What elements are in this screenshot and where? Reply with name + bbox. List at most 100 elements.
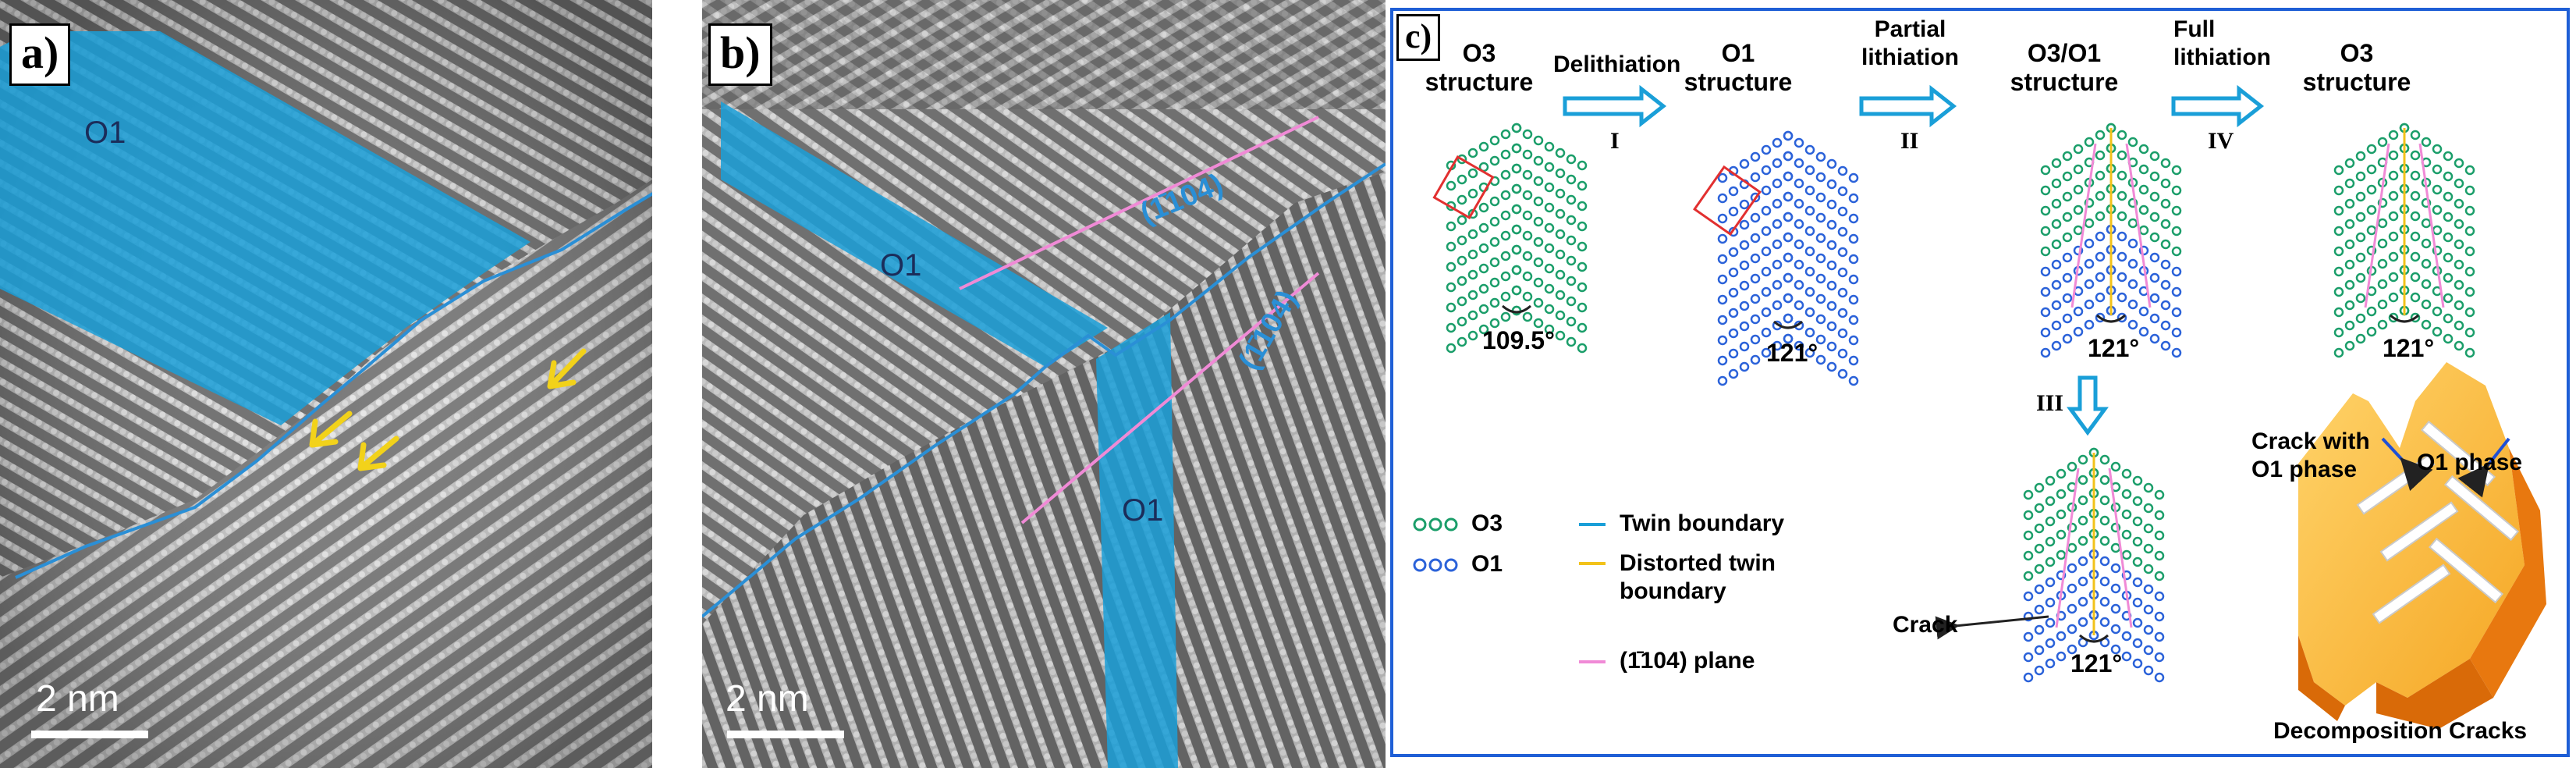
atom [1522,129,1533,140]
atom [2040,246,2051,257]
roman-label-down: III [2036,390,2064,416]
angle-label-2: 121° [1766,339,1818,367]
atom [2034,584,2045,595]
atom [1761,144,1772,155]
twin-boundary-line [15,192,652,579]
atom [2095,272,2106,283]
atom [1511,163,1522,174]
atom [1544,141,1555,152]
atom [1555,229,1566,240]
atom [1577,302,1588,313]
atom [2077,535,2088,546]
legend-o3-symbol [1413,517,1458,532]
atom [1804,286,1815,297]
atom [2077,617,2088,628]
o3-lattice-1 [1446,123,1588,354]
atom [2344,239,2355,250]
atom [1511,183,1522,194]
atom [1848,254,1859,265]
atom [1826,280,1837,291]
atom [1717,233,1728,244]
atom [2132,516,2143,527]
atom [1761,327,1772,338]
atom [2077,475,2088,485]
atom [1522,169,1533,180]
atom [2355,293,2366,304]
atom [2171,286,2182,297]
atom [1500,190,1511,201]
atom [2110,542,2121,553]
atom [1533,155,1544,166]
atom [2095,312,2106,323]
atom [2138,306,2149,317]
atom [1837,287,1848,298]
atom [2333,307,2344,318]
atom [1772,198,1783,209]
atom [2056,468,2067,479]
atom [2355,333,2366,344]
atom [2154,652,2165,663]
atom [1544,263,1555,274]
atom [2149,212,2160,222]
atom [1446,322,1457,333]
atom [2443,252,2454,263]
atom [2132,577,2143,588]
atom [2344,219,2355,229]
atom [2121,631,2132,642]
atom [2149,272,2160,283]
atom [1794,279,1804,290]
panel-label: b) [708,23,772,86]
atom [1457,316,1467,327]
atom [1533,176,1544,187]
atom [2344,158,2355,169]
atom [1446,343,1457,354]
atom [1739,361,1750,372]
atom [1826,361,1837,372]
atom [2034,523,2045,534]
atom [1533,277,1544,288]
atom [1566,154,1577,165]
atom [1544,182,1555,193]
atom [2051,300,2062,311]
atom [1489,297,1500,308]
atom [2077,495,2088,506]
atom [2160,320,2171,331]
atom [2421,218,2432,229]
atom [2443,191,2454,202]
atom [1555,269,1566,280]
atom [2040,226,2051,236]
atom [1457,235,1467,246]
atom [1837,267,1848,278]
atom [2410,150,2421,161]
atom [1478,304,1489,315]
atom [1457,336,1467,347]
atom [1783,293,1794,304]
atom [2127,279,2138,290]
atom [1478,324,1489,335]
atom [2388,190,2399,201]
atom [1739,158,1750,169]
atom [2355,191,2366,202]
atom [2464,347,2475,358]
atom [1794,259,1804,270]
legend-o3-label: O3 [1471,510,1503,536]
atom [1478,243,1489,254]
atom [2121,489,2132,500]
atom [2095,231,2106,242]
atom [2110,563,2121,574]
atom [1837,165,1848,176]
atom [2045,496,2056,507]
atom [2056,651,2067,662]
atom [1837,328,1848,339]
atom [2333,347,2344,358]
atom [2138,164,2149,175]
atom [1739,260,1750,271]
roman-label-2: II [1900,128,1919,154]
atom [1837,368,1848,379]
atom [2410,130,2421,140]
atom [2117,130,2127,140]
atom [2160,279,2171,290]
atom [1728,267,1739,278]
schematic-diagram [1413,84,2546,729]
